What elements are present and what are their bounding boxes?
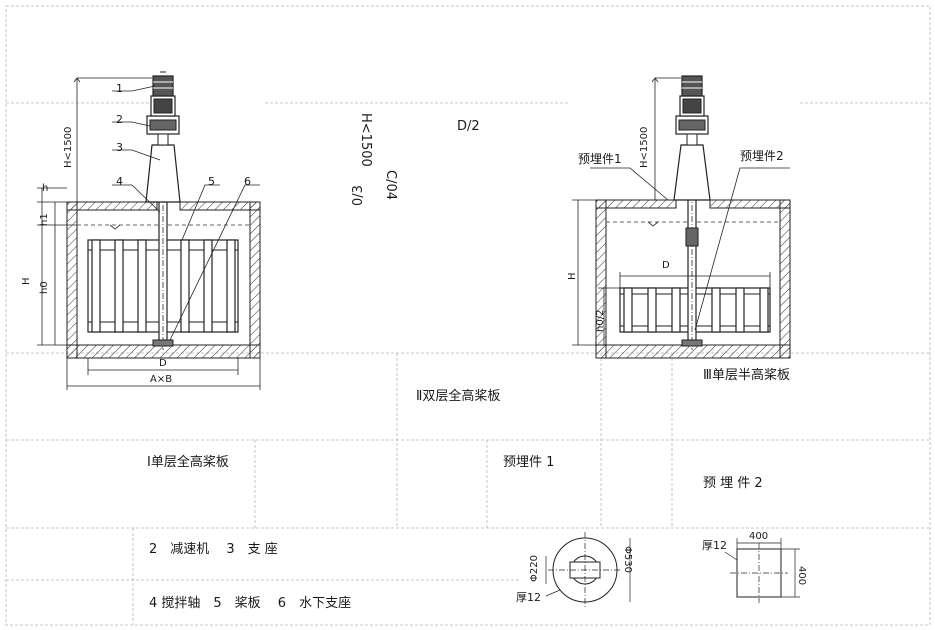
drawing-right-single-half-paddle [572, 75, 791, 359]
part2-thickness: 厚12 [702, 539, 727, 552]
d-over-2-label: D/2 [457, 119, 480, 134]
right-D-label: D [662, 260, 670, 271]
right-embedded-2-label: 预埋件2 [740, 149, 784, 163]
callout-4: 4 [116, 175, 123, 188]
part1-inner-diameter: Φ220 [529, 555, 540, 582]
underwater-support [152, 339, 174, 347]
left-h1-label: h1 [39, 213, 50, 226]
tank-wall-right [249, 201, 261, 359]
legend-row-1: 2 减速机 3 支 座 [149, 542, 278, 557]
right-h0-2-label: h0/2 [595, 309, 606, 332]
caption-type-3: Ⅲ单层半高桨板 [703, 368, 790, 383]
embedded-part-1-drawing [545, 532, 631, 608]
callout-6: 6 [244, 175, 251, 188]
tank-top-slab-right [179, 201, 261, 211]
right-embedded-1-label: 预埋件1 [578, 152, 622, 166]
c-over-04-label: C/04 [383, 170, 398, 200]
tank-floor [66, 344, 261, 359]
mid-h-limit-label: H<1500 [358, 113, 373, 167]
right-H-label: H [567, 272, 578, 280]
caption-embedded-1: 预埋件 1 [503, 455, 555, 470]
part1-thickness: 厚12 [516, 591, 541, 604]
right-h-limit-label: H<1500 [639, 126, 650, 168]
left-D-label: D [159, 358, 167, 369]
callout-5: 5 [208, 175, 215, 188]
callout-3: 3 [116, 141, 123, 154]
caption-type-2: Ⅱ双层全高桨板 [416, 389, 501, 404]
drawing-left-single-full-paddle [37, 71, 261, 390]
left-h0-label: h0 [39, 281, 50, 294]
part1-outer-diameter: Φ530 [622, 546, 633, 573]
support-stand [145, 144, 181, 203]
callout-1: 1 [116, 82, 123, 95]
caption-type-1: Ⅰ单层全高桨板 [147, 455, 229, 470]
part2-height: 400 [796, 566, 807, 586]
motor [152, 75, 174, 97]
embedded-part-2-drawing [724, 538, 800, 603]
left-h-limit-label: H<1500 [63, 126, 74, 168]
tank-top-slab-left [66, 201, 158, 211]
left-h-label: h [42, 183, 49, 194]
left-H-label: H [21, 277, 32, 285]
part2-width: 400 [749, 531, 769, 542]
table-grid [5, 5, 931, 626]
callout-2: 2 [116, 113, 123, 126]
zero-over-3-label: 0/3 [351, 185, 366, 206]
left-AxB-label: A×B [150, 374, 173, 385]
legend-row-2: 4 搅拌轴 5 桨板 6 水下支座 [149, 596, 352, 611]
caption-embedded-2: 预 埋 件 2 [703, 476, 763, 491]
